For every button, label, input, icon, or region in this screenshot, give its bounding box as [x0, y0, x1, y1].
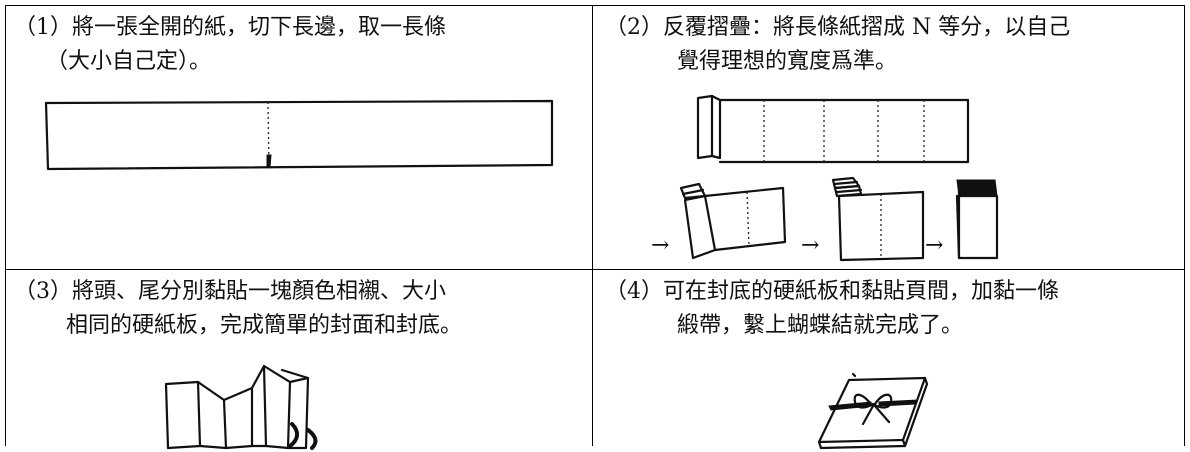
step-3-line-2: 相同的硬紙板，完成簡單的封面和封底。	[66, 313, 463, 338]
table-right-border	[1184, 5, 1185, 446]
table-left-border	[5, 5, 6, 446]
arrow-2: →	[801, 233, 820, 258]
step-4-cell: （4）可在封底的硬紙板和黏貼頁間，加黏一條 緞帶，繫上蝴蝶結就完成了。	[593, 270, 1184, 450]
step-2-line-2: 覺得理想的寬度爲準。	[677, 49, 898, 74]
table-top-border	[5, 5, 1185, 6]
table-middle-border	[5, 269, 1185, 270]
step-1-line-2: （大小自己定）。	[46, 49, 212, 74]
long-paper-strip-illustration	[44, 99, 554, 171]
step-4-line-2: 緞帶，繫上蝴蝶結就完成了。	[677, 313, 964, 338]
ribbon-bound-book-illustration	[817, 372, 929, 450]
accordion-step-c-illustration	[955, 179, 999, 260]
step-2-cell: （2）反覆摺疊：將長條紙摺成 N 等分，以自己 覺得理想的寬度爲準。 → →	[593, 6, 1184, 269]
step-3-cell: （3）將頭、尾分別黏貼一塊顏色相襯、大小 相同的硬紙板，完成簡單的封面和封底。	[6, 270, 592, 450]
arrow-1: →	[651, 233, 670, 258]
step-2-line-1: （2）反覆摺疊：將長條紙摺成 N 等分，以自己	[605, 15, 1071, 40]
step-1-line-1: （1）將一張全開的紙，切下長邊，取一長條	[14, 15, 446, 40]
accordion-step-a-illustration	[679, 182, 787, 260]
accordion-step-b-illustration	[831, 176, 925, 262]
arrow-3: →	[925, 233, 944, 258]
step-1-cell: （1）將一張全開的紙，切下長邊，取一長條 （大小自己定）。	[6, 6, 592, 269]
step-4-line-1: （4）可在封底的硬紙板和黏貼頁間，加黏一條	[605, 279, 1059, 304]
covered-book-illustration	[164, 364, 318, 450]
table-center-border	[592, 5, 593, 446]
step-3-line-1: （3）將頭、尾分別黏貼一塊顏色相襯、大小	[14, 279, 446, 304]
folded-strip-illustration	[696, 94, 970, 164]
